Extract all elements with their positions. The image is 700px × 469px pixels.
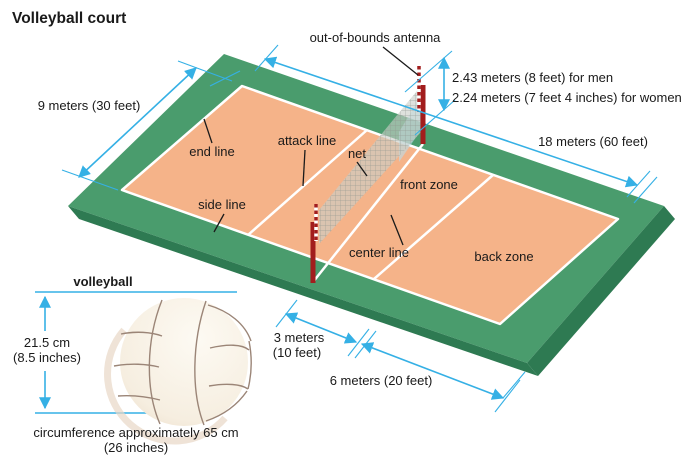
dimension-label-net-height-men: 2.43 meters (8 feet) for men: [452, 70, 613, 85]
apron-side-face-right: [527, 206, 675, 376]
ball-seam: [120, 331, 163, 337]
dimension-arrow-9m: [78, 67, 197, 178]
leader-center-line: [390, 214, 404, 246]
leader-lines: [203, 46, 419, 246]
dimension-tick: [61, 169, 119, 191]
ball-seam: [207, 304, 252, 342]
ball-diameter-line1: 21.5 cm: [24, 335, 70, 350]
ball-seam: [247, 340, 252, 390]
leader-end-line: [203, 118, 213, 144]
ball-seam: [209, 344, 250, 351]
label-attack-line: attack line: [278, 133, 337, 148]
dimension-tick: [275, 299, 298, 328]
dimension-label-net-height-women: 2.24 meters (7 feet 4 inches) for women: [452, 90, 682, 105]
label-center-line: center line: [349, 245, 409, 260]
leader-attack-line: [302, 149, 306, 187]
label-antenna: out-of-bounds antenna: [310, 30, 442, 45]
leader-side-line: [213, 213, 225, 233]
dimension-tick: [347, 328, 370, 357]
ball-shading: [104, 327, 228, 445]
dimension-label-6m: 6 meters (20 feet): [330, 373, 433, 388]
dimension-arrow-18m: [263, 56, 639, 188]
ball-seam: [194, 300, 207, 426]
ball-seams: [113, 299, 252, 426]
leader-antenna: [382, 46, 419, 76]
label-back-zone: back zone: [474, 249, 533, 264]
ball-seam: [205, 390, 248, 422]
ball-circumference-line2: (26 inches): [104, 440, 168, 455]
label-front-zone: front zone: [400, 177, 458, 192]
dimension-tick: [494, 379, 521, 413]
dimension-label-3m-line2: (10 feet): [273, 345, 321, 360]
dimension-lines: [35, 44, 658, 414]
dimension-tick: [254, 44, 279, 72]
volleyball-ball: [120, 298, 248, 426]
ball-seam: [208, 383, 249, 390]
dimension-arrow-6m: [360, 342, 505, 400]
dimension-tick: [404, 50, 453, 93]
ball-circumference-line1: circumference approximately 65 cm: [33, 425, 238, 440]
dimension-tick: [354, 330, 377, 359]
dimension-tick: [633, 176, 658, 204]
page-title: Volleyball court: [12, 10, 126, 27]
dimension-label-3m-line1: 3 meters: [274, 330, 325, 345]
attack-line-right: [373, 174, 494, 280]
dimension-label-length: 18 meters (60 feet): [538, 134, 648, 149]
label-side-line: side line: [198, 197, 246, 212]
dimension-tick: [177, 60, 233, 82]
dimension-arrow-3m: [284, 312, 358, 344]
ball-seam: [117, 395, 161, 401]
leader-net: [356, 161, 368, 177]
dimension-tick: [626, 170, 651, 198]
apron-side-face-front: [68, 206, 538, 376]
label-net: net: [348, 146, 366, 161]
ball-seam: [148, 299, 163, 425]
dimension-label-width: 9 meters (30 feet): [38, 98, 141, 113]
dimension-tick: [209, 70, 241, 87]
dimension-tick: [502, 371, 526, 399]
ball-seam: [113, 363, 160, 368]
label-end-line: end line: [189, 144, 235, 159]
ball-title: volleyball: [73, 274, 132, 289]
ball-diameter-line2: (8.5 inches): [13, 350, 81, 365]
dimension-tick: [414, 99, 456, 136]
